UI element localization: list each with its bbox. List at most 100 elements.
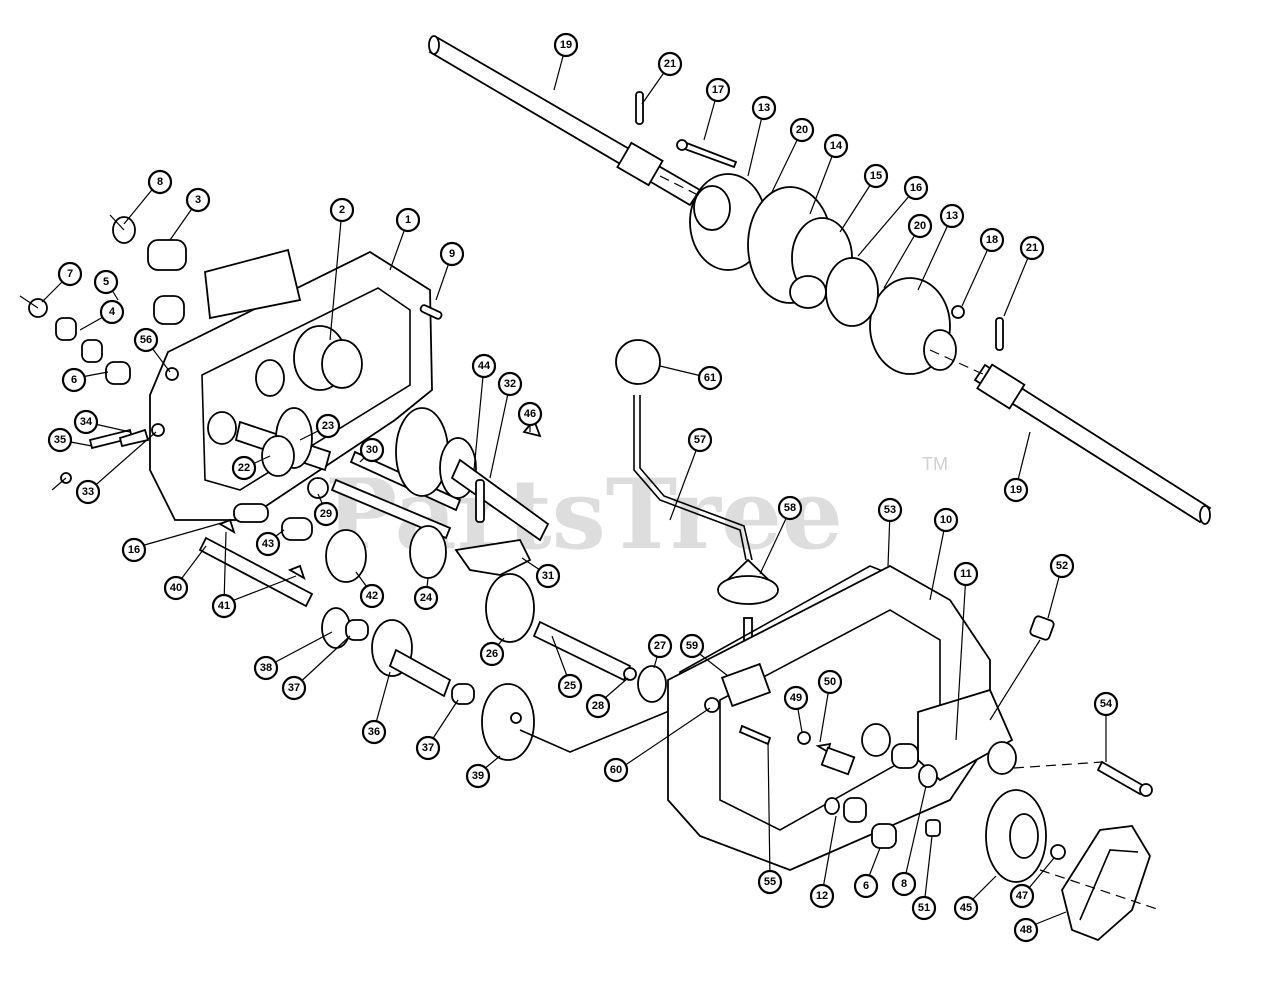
callout-40: 40: [163, 575, 189, 601]
callout-36: 36: [361, 719, 387, 745]
svg-text:6: 6: [863, 880, 869, 892]
gear-24: [409, 525, 447, 579]
svg-text:37: 37: [422, 742, 434, 754]
callout-11: 11: [953, 561, 979, 587]
svg-text:40: 40: [170, 582, 182, 594]
svg-text:19: 19: [560, 39, 572, 51]
svg-text:48: 48: [1020, 924, 1032, 936]
housing-boss-bore: [987, 741, 1017, 775]
svg-text:14: 14: [830, 140, 843, 152]
svg-text:3: 3: [195, 194, 201, 206]
callout-56: 56: [133, 327, 159, 353]
callout-20-top: 20: [789, 117, 815, 143]
bearing-5: [153, 295, 185, 325]
svg-text:13: 13: [946, 210, 958, 222]
callout-41: 41: [211, 593, 237, 619]
bolt-centerline: [1013, 761, 1103, 769]
callout-30: 30: [359, 437, 385, 463]
callout-52: 52: [1049, 553, 1075, 579]
case-half-left: [149, 250, 433, 521]
callout-53: 53: [877, 497, 903, 523]
callout-61: 61: [697, 365, 723, 391]
callout-19-top: 19: [553, 32, 579, 58]
svg-text:60: 60: [610, 764, 622, 776]
shaft-40: [198, 536, 314, 608]
callout-27: 27: [647, 633, 673, 659]
gear-27: [637, 665, 667, 703]
bearing-6-right: [871, 823, 897, 849]
svg-text:24: 24: [420, 592, 433, 604]
callout-22: 22: [231, 455, 257, 481]
axle-centerline-b: [929, 349, 986, 376]
callout-28: 28: [585, 693, 611, 719]
shift-lever-57: [633, 395, 747, 561]
roll-pin-top: [635, 91, 644, 125]
callout-26: 26: [479, 641, 505, 667]
pinion-gear: [789, 275, 827, 309]
callout-50: 50: [817, 669, 843, 695]
diff-case-left-hub: [693, 185, 731, 231]
svg-text:58: 58: [784, 502, 796, 514]
callout-51: 51: [911, 895, 937, 921]
callout-34: 34: [73, 409, 99, 435]
plate-50: [820, 746, 856, 776]
seal-11: [861, 723, 891, 757]
svg-text:35: 35: [54, 434, 66, 446]
washer-18: [951, 305, 965, 319]
fitting-49: [797, 731, 811, 745]
svg-text:16: 16: [910, 182, 922, 194]
case-boss: [204, 248, 302, 320]
callout-2: 2: [329, 197, 355, 223]
svg-text:10: 10: [940, 514, 952, 526]
svg-text:9: 9: [449, 248, 455, 260]
gear-36-hub: [388, 648, 452, 698]
pulley-45-hub: [1009, 813, 1039, 859]
pulley-centerline: [1039, 869, 1161, 911]
axle-spline-left: [616, 141, 664, 187]
bushing-29: [307, 477, 329, 499]
svg-text:8: 8: [901, 878, 907, 890]
bolt-54: [1096, 760, 1146, 796]
callout-6-right: 6: [853, 873, 879, 899]
shift-rail-lower: [330, 478, 452, 540]
callout-33: 33: [75, 479, 101, 505]
shift-knob-61: [615, 339, 661, 385]
svg-text:57: 57: [694, 434, 706, 446]
svg-text:1: 1: [405, 214, 411, 226]
svg-text:49: 49: [790, 692, 802, 704]
callout-60: 60: [603, 757, 629, 783]
callout-1: 1: [395, 207, 421, 233]
callout-10: 10: [933, 507, 959, 533]
axle-end-right: [1199, 505, 1211, 525]
svg-text:52: 52: [1056, 560, 1068, 572]
callout-31: 31: [535, 563, 561, 589]
axle-centerline-a: [659, 175, 701, 197]
callout-13-top: 13: [751, 95, 777, 121]
bearing-4b: [81, 339, 103, 363]
callout-12: 12: [809, 883, 835, 909]
callout-38: 38: [253, 655, 279, 681]
callout-48: 48: [1013, 917, 1039, 943]
svg-text:34: 34: [80, 416, 93, 428]
callout-16-top: 16: [903, 175, 929, 201]
case-bore-lower: [207, 411, 237, 445]
callout-21-top: 21: [657, 51, 683, 77]
bolt-17-head: [676, 139, 688, 151]
callout-35: 35: [47, 427, 73, 453]
svg-text:7: 7: [67, 268, 73, 280]
fitting-52: [1029, 615, 1055, 641]
shift-boot-base: [717, 575, 779, 605]
callout-55: 55: [757, 869, 783, 895]
shift-fork-31: [454, 539, 532, 576]
svg-text:55: 55: [764, 876, 776, 888]
dowel-pin-9: [419, 304, 443, 320]
diff-case-right-hub: [923, 329, 957, 371]
svg-text:36: 36: [368, 726, 380, 738]
callout-19-right: 19: [1003, 477, 1029, 503]
svg-text:44: 44: [478, 360, 491, 372]
callout-16-left: 16: [121, 537, 147, 563]
svg-text:46: 46: [524, 408, 536, 420]
callout-45: 45: [953, 895, 979, 921]
svg-text:50: 50: [824, 676, 836, 688]
